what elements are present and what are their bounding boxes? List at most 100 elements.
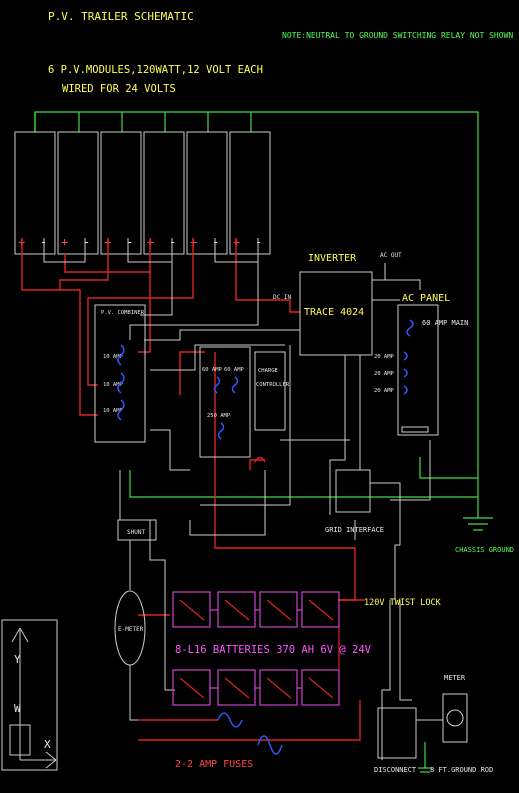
pv-module [143,131,185,255]
pv-module [229,131,271,255]
battery-strap [266,599,292,621]
breaker-symbol [231,376,239,394]
inverter-box [299,271,373,356]
negative-wire [189,470,266,536]
pv-combiner-label: P.V. COMBINER [101,310,145,316]
pv-module [14,131,56,255]
battery-strap [308,599,334,621]
combiner-breaker-label: 10 AMP [103,354,124,360]
ac-panel-label: AC PANEL [402,293,450,304]
battery-strap [179,677,205,699]
battery-strap [224,599,250,621]
y-axis-label: Y [14,653,21,666]
battery-strap [224,677,250,699]
pv-string-wire [21,238,98,416]
ac-breaker-symbols [403,319,414,395]
charge-controller-box [254,351,286,431]
combiner-breaker-label: 10 AMP [103,408,124,414]
combiner-breaker-label: 10 AMP [103,382,124,388]
e-meter-label: E-METER [118,626,144,633]
negative-wire [144,329,300,341]
minus-label: - [212,235,219,249]
ground-rod-label: 8 FT.GROUND ROD [430,766,493,774]
ac-out-wire [384,263,421,290]
axis-frame [1,619,58,771]
controller-wire [249,459,265,470]
minus-label: - [83,235,90,249]
grid-wire [370,482,401,600]
ucs-axis-icon [1,619,58,771]
pv-positive-wiring [21,238,365,741]
dc-in-wire [235,238,300,313]
panel-wire [390,440,431,501]
breaker-symbol [403,351,408,361]
grid-interface-label: GRID INTERFACE [325,526,384,534]
breaker-symbol [117,344,125,366]
main-breaker-label: 60 AMP MAIN [422,319,468,327]
battery-label: 8-L16 BATTERIES 370 AH 6V @ 24V [175,644,372,656]
x-arrow [45,759,57,769]
disconnect-box [377,707,417,759]
neutral-bar [401,426,429,433]
combiner-breaker-symbols [117,344,125,421]
disconnect-label: DISCONNECT [374,766,417,774]
breaker-symbol [213,376,221,394]
controller-fuse-symbol [254,456,266,463]
inverter-wire [329,355,346,515]
y-arrow [19,627,29,643]
w-label: W [14,702,21,715]
dc-in-label: DC IN [273,294,291,301]
twist-lock-label: 120V TWIST LOCK [364,598,442,608]
fuse-symbol [257,735,283,755]
dc-wire [179,351,205,395]
disconnect-breaker-label: 60 AMP [224,367,245,373]
grid-interface-box [335,469,371,513]
modules-description-line1: 6 P.V.MODULES,120WATT,12 VOLT EACH [48,64,263,76]
ground-run-combiner [129,470,478,498]
minus-label: - [255,235,262,249]
battery-strap [266,677,292,699]
x-arrow [45,751,57,761]
negative-wire [43,238,86,263]
disconnect-main-label: 250 AMP [207,413,231,419]
disconnect-breaker-symbols [213,376,239,440]
shunt-label: SHUNT [127,529,145,536]
shunt-wire [149,540,175,691]
battery-bank [172,591,340,706]
pv-negative-wiring [43,238,431,760]
disconnect-breaker-label: 60 AMP [202,367,223,373]
breaker-symbol [217,422,225,440]
w-box [9,724,31,756]
minus-label: - [169,235,176,249]
pv-module [100,131,142,255]
negative-wire [150,344,285,371]
battery-interconnects [179,599,340,699]
pv-combiner-box [94,304,146,443]
fuse-symbols [217,712,283,755]
ac-out-label: AC OUT [380,252,402,259]
plus-label: + [61,235,68,249]
meter-box [442,693,468,743]
ac-panel-box [397,304,439,436]
diagram-title: P.V. TRAILER SCHEMATIC [48,10,194,23]
negative-wire [127,238,173,263]
pv-module [57,131,99,255]
meter-dial [446,709,464,727]
inverter-model: TRACE 4024 [304,307,364,318]
chassis-ground-label: CHASSIS GROUND [455,546,514,554]
fuses-label: 2-2 AMP FUSES [175,759,253,770]
ground-run-panel [419,457,478,479]
main-breaker-symbol [406,319,414,337]
battery-strap [308,677,334,699]
negative-wire [140,262,173,316]
meter-feed [399,600,412,701]
breaker-symbol [117,372,125,394]
relay-note: NOTE:NEUTRAL TO GROUND SWITCHING RELAY N… [282,31,513,40]
inverter-label: INVERTER [308,253,357,264]
meter-label: METER [444,674,466,682]
pv-string-wire [138,272,151,353]
ground-rod-symbol [418,742,432,773]
modules-description-line2: WIRED FOR 24 VOLTS [62,83,176,95]
charge-controller-label: CHARGE [258,368,278,374]
